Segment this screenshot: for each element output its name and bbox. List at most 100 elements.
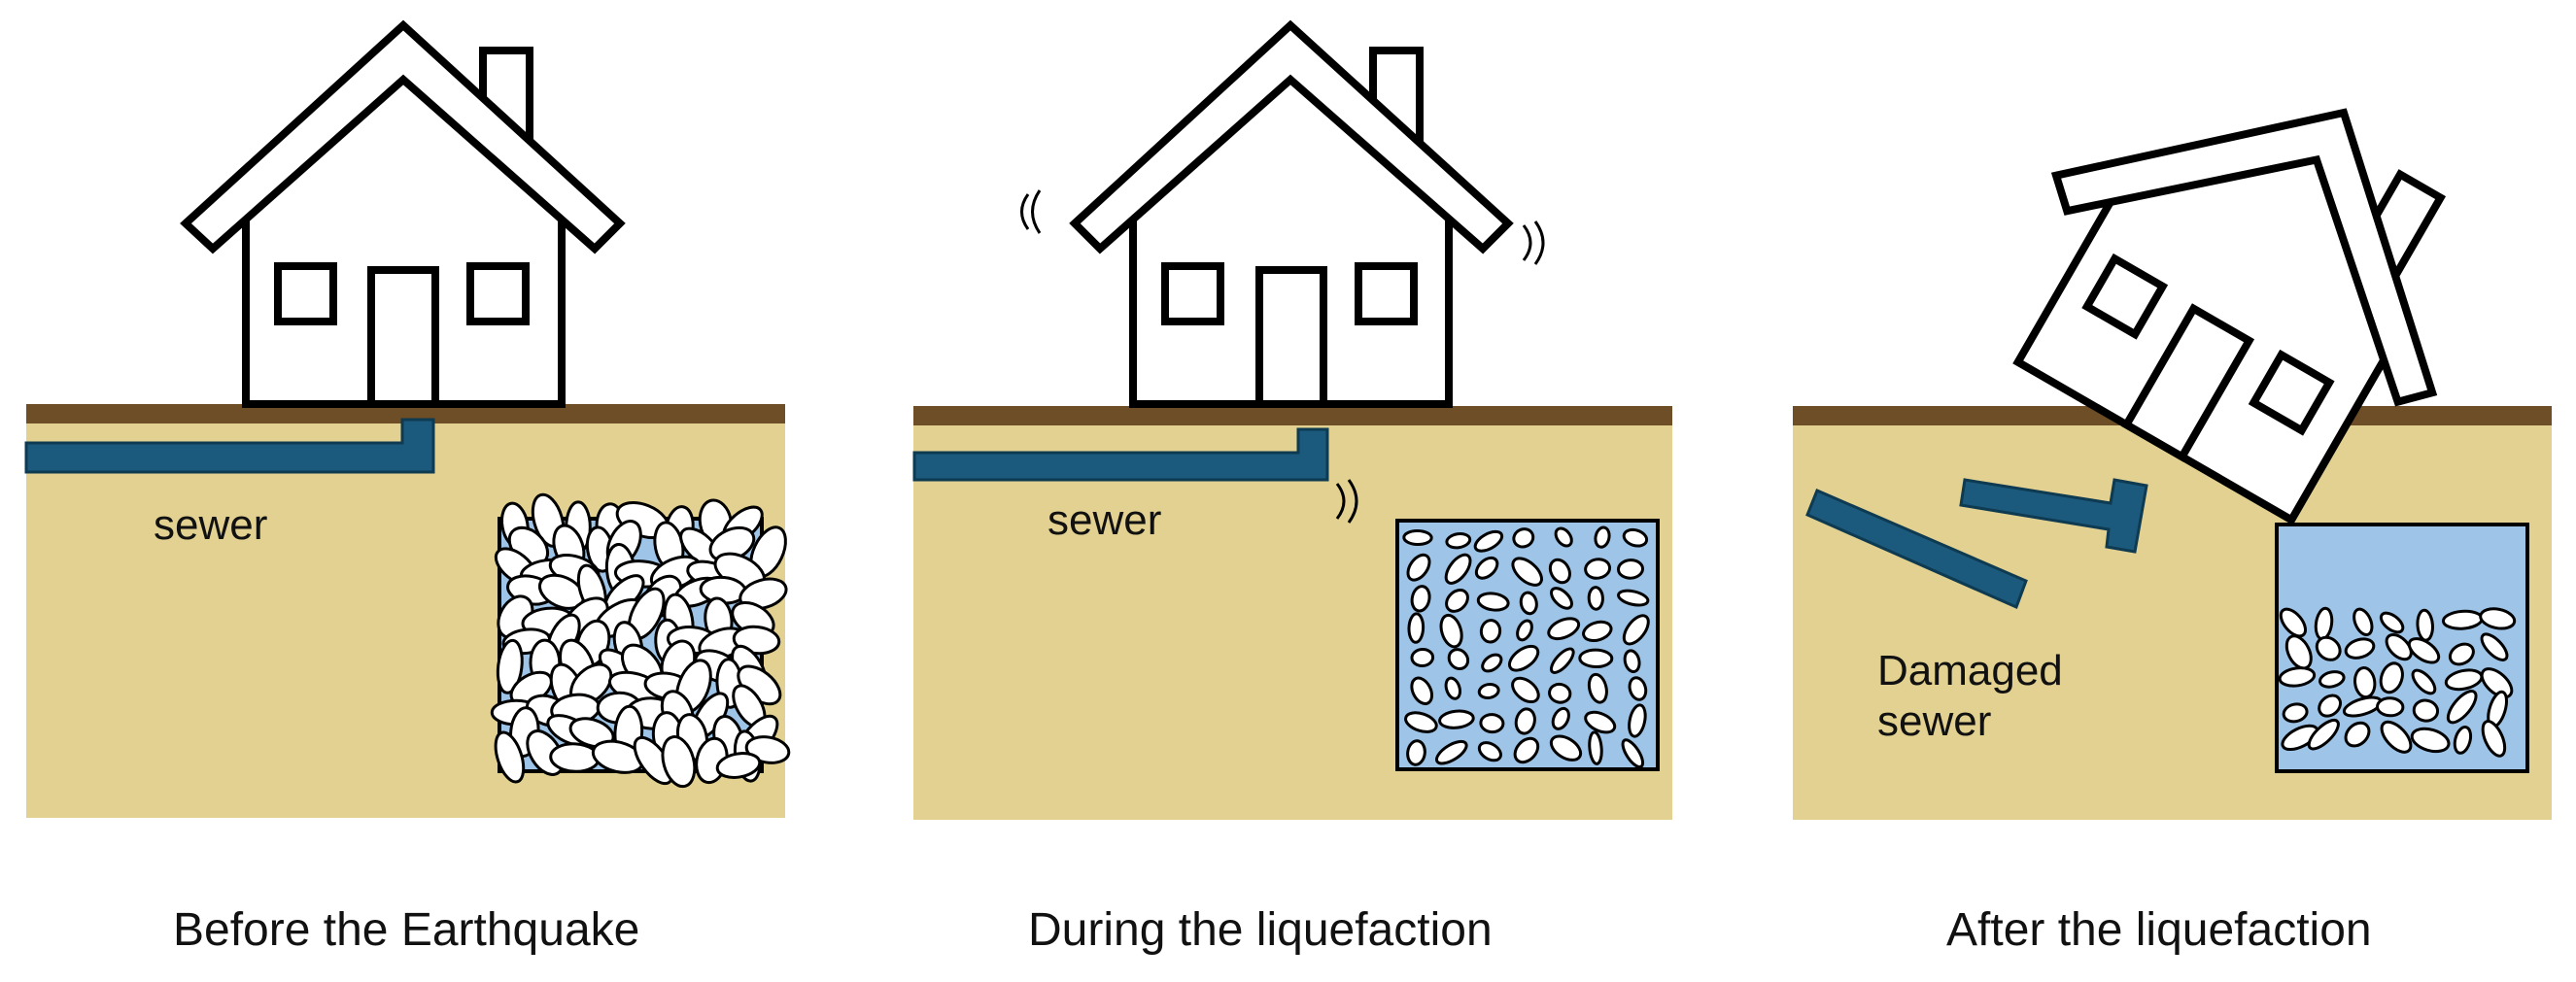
soil-grain bbox=[1479, 619, 1502, 644]
soil-grain bbox=[1548, 558, 1571, 585]
soil-grain bbox=[1617, 559, 1644, 580]
soil-grain bbox=[1547, 617, 1581, 641]
soil-grain bbox=[1407, 612, 1425, 644]
damaged-sewer-label: Damaged sewer bbox=[1877, 647, 2075, 745]
soil-grain bbox=[1548, 682, 1572, 704]
soil-grain bbox=[1445, 532, 1472, 550]
soil-grain bbox=[2410, 727, 2451, 754]
soil-grain bbox=[1445, 588, 1469, 613]
soil-grain bbox=[1474, 556, 1499, 580]
panel-after: Damaged sewer After the liquefaction bbox=[1793, 108, 2552, 956]
house-window-left bbox=[2081, 253, 2169, 340]
soil-grain bbox=[1513, 736, 1540, 764]
house-window-right bbox=[2248, 349, 2335, 436]
house-door bbox=[2120, 303, 2255, 462]
soil-grain bbox=[2344, 721, 2371, 748]
soil-grain bbox=[1549, 647, 1575, 674]
house-window-right bbox=[466, 262, 530, 325]
soil-grain bbox=[2353, 607, 2374, 636]
soil-grain bbox=[1587, 672, 1608, 704]
soil-grain bbox=[2379, 661, 2404, 694]
soil-grain bbox=[715, 752, 762, 779]
soil-grain bbox=[2411, 668, 2437, 695]
soil-grain bbox=[2412, 698, 2440, 723]
soil-grain bbox=[1410, 585, 1431, 613]
soil-grain bbox=[2307, 718, 2340, 751]
soil-grain bbox=[549, 742, 601, 773]
soil-grain bbox=[2279, 607, 2307, 638]
soil-grain bbox=[2407, 637, 2441, 664]
soil-grain bbox=[568, 717, 615, 749]
house-icon bbox=[1069, 19, 1514, 408]
soil-grain bbox=[2376, 696, 2405, 718]
soil-grain bbox=[2318, 670, 2346, 689]
broken-pipe-segment-right bbox=[1959, 478, 2148, 554]
soil-grain bbox=[1477, 682, 1500, 700]
soil-grain bbox=[1623, 649, 1641, 674]
soil-grain bbox=[2385, 632, 2413, 661]
house-roof bbox=[2050, 108, 2438, 407]
soil-grain bbox=[2282, 702, 2309, 724]
sewer-pipe-icon bbox=[24, 418, 435, 474]
soil-grain bbox=[1447, 648, 1470, 671]
soil-grain bbox=[1587, 586, 1604, 611]
soil-grain bbox=[2379, 611, 2405, 634]
soil-grain bbox=[2480, 632, 2509, 661]
soil-grain bbox=[1511, 676, 1540, 704]
soil-grain bbox=[1481, 653, 1503, 673]
soil-grain bbox=[2479, 607, 2517, 630]
caption-during: During the liquefaction bbox=[1028, 904, 1493, 956]
ground-surface bbox=[26, 404, 785, 423]
soil-grain bbox=[1444, 676, 1462, 700]
soil-grain bbox=[1621, 738, 1645, 769]
soil-grain bbox=[1584, 710, 1617, 734]
soil-grain bbox=[738, 577, 788, 611]
soil-grain bbox=[1477, 741, 1502, 762]
soil-grain bbox=[2315, 635, 2342, 661]
damaged-sewer-label-line2: sewer bbox=[1877, 697, 1991, 745]
soil-grain bbox=[1549, 734, 1583, 762]
soil-grain bbox=[1439, 613, 1463, 649]
soil-grain bbox=[661, 735, 697, 789]
soil-sample-after bbox=[2275, 523, 2529, 773]
soil-grain bbox=[2278, 666, 2317, 688]
soil-grain bbox=[1584, 558, 1612, 580]
soil-grain bbox=[2448, 642, 2475, 666]
house-window-left bbox=[1161, 262, 1224, 325]
soil-grain bbox=[1516, 619, 1533, 642]
sewer-label: sewer bbox=[154, 501, 267, 549]
soil-grain bbox=[2344, 637, 2376, 660]
soil-grains-icon bbox=[1402, 525, 1650, 769]
soil-grain bbox=[496, 638, 524, 694]
soil-grain bbox=[1550, 587, 1573, 610]
soil-grain bbox=[2481, 720, 2507, 758]
soil-grain bbox=[1410, 676, 1434, 706]
sewer-label: sewer bbox=[1048, 496, 1161, 544]
ground-surface bbox=[913, 406, 1672, 425]
soil-grain bbox=[1511, 557, 1543, 587]
soil-grain bbox=[1402, 528, 1433, 547]
soil-grain bbox=[1514, 707, 1536, 735]
house-roof bbox=[1069, 19, 1514, 254]
panel-during: sewer During the liquefaction bbox=[912, 19, 1672, 956]
soil-grain bbox=[2446, 690, 2478, 725]
soil-grain bbox=[494, 730, 526, 784]
soil-grain bbox=[1578, 648, 1614, 669]
soil-grain bbox=[1588, 730, 1603, 765]
house-window-right bbox=[1355, 262, 1418, 325]
soil-grain bbox=[1617, 589, 1650, 607]
soil-grain bbox=[1406, 739, 1426, 766]
soil-grain bbox=[1594, 525, 1611, 549]
soil-grain bbox=[1551, 706, 1570, 730]
house-door bbox=[1255, 266, 1327, 408]
house-icon bbox=[180, 19, 626, 408]
soil-grain bbox=[1410, 647, 1435, 668]
soil-grain bbox=[2416, 608, 2434, 642]
soil-grain bbox=[1582, 620, 1613, 643]
soil-grain bbox=[1438, 709, 1475, 729]
soil-sample-during bbox=[1395, 519, 1660, 771]
soil-grain bbox=[1512, 527, 1535, 549]
broken-pipe-segment-left bbox=[1805, 489, 2028, 610]
soil-grains-icon bbox=[490, 492, 791, 789]
